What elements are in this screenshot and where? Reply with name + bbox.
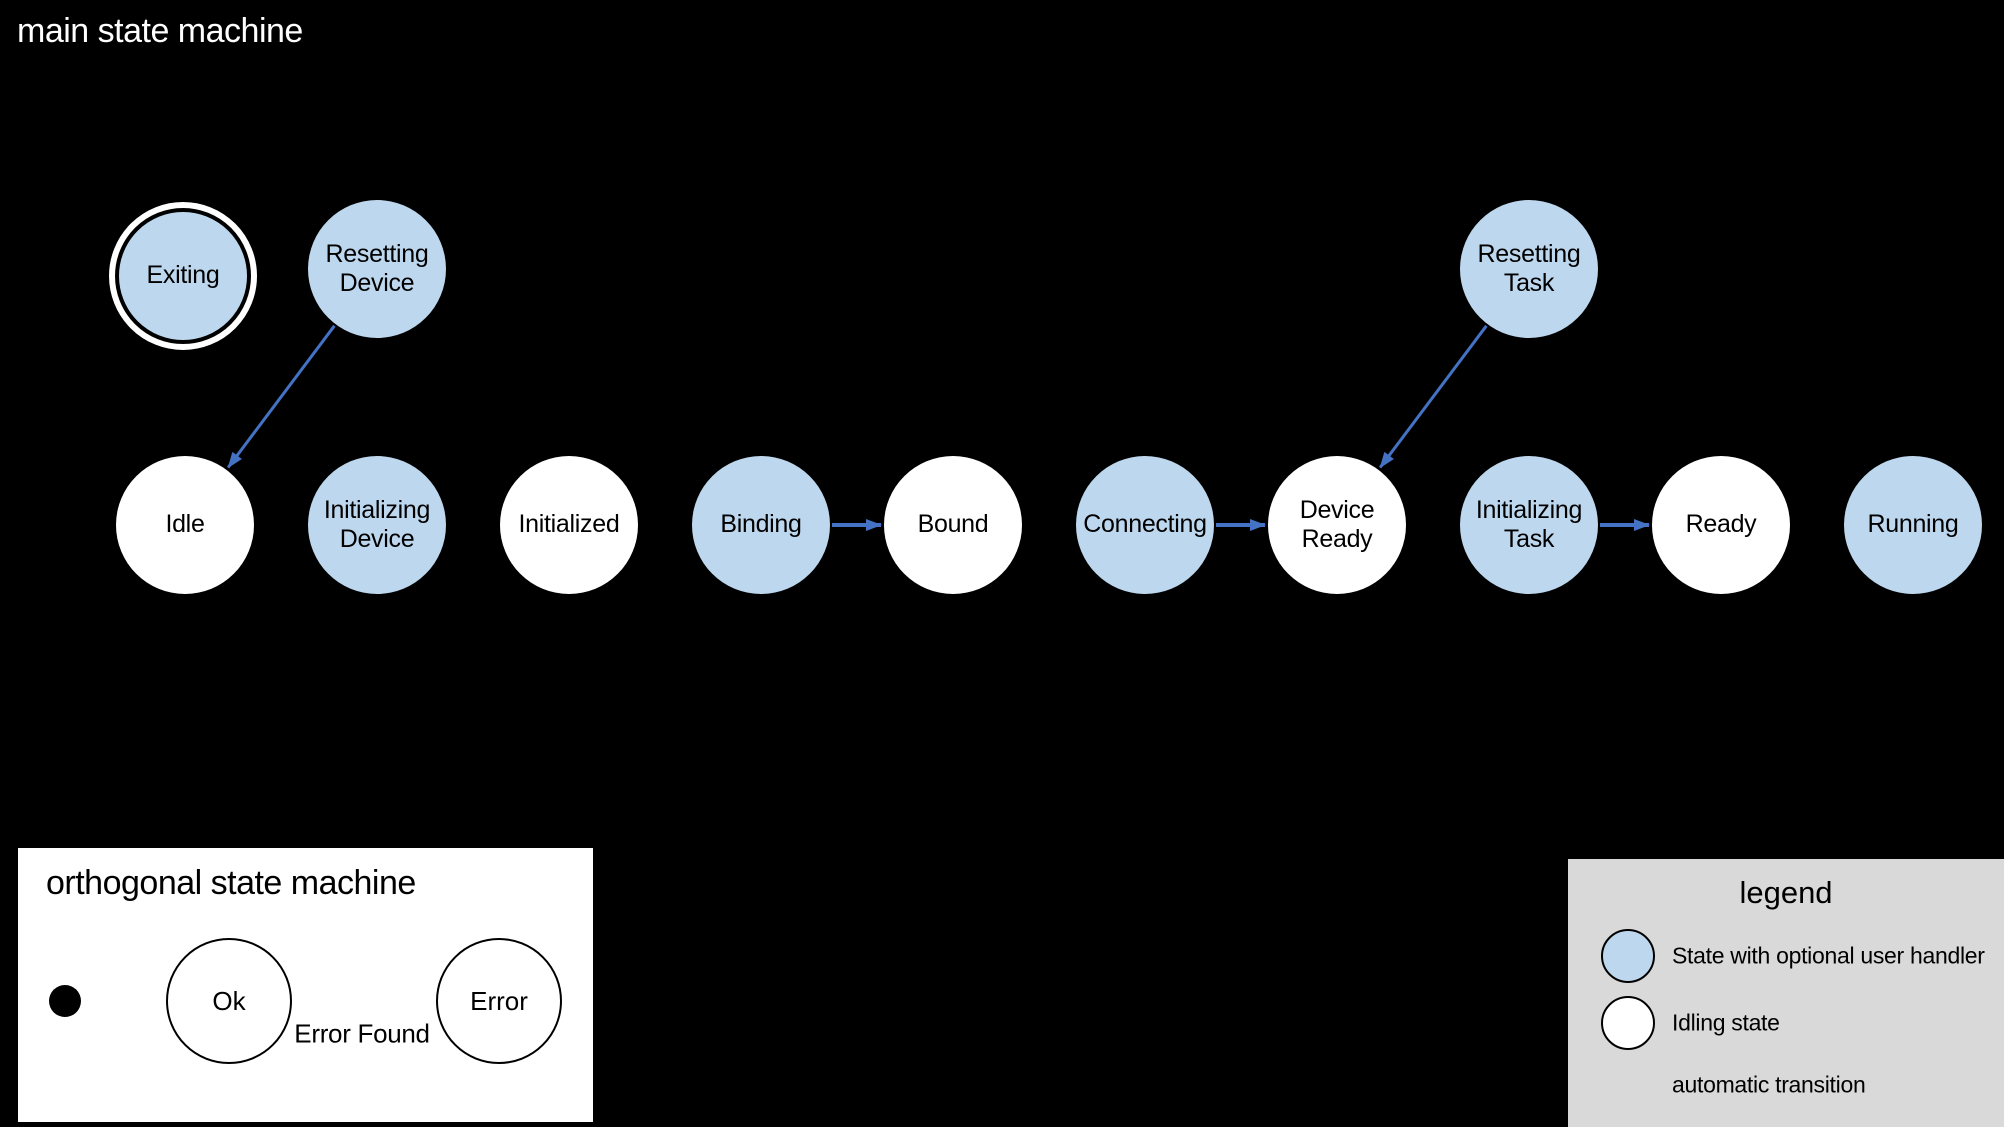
state-label: Initializing Task: [1475, 495, 1583, 554]
legend-swatch-idling-state: [1601, 996, 1655, 1050]
state-binding: Binding: [692, 456, 830, 594]
legend-title: legend: [1739, 875, 1833, 910]
state-label: Running: [1867, 510, 1959, 539]
state-bound: Bound: [884, 456, 1022, 594]
legend-item-label: automatic transition: [1672, 1071, 1866, 1098]
state-ready: Ready: [1652, 456, 1790, 594]
state-running: Running: [1844, 456, 1982, 594]
state-connecting: Connecting: [1076, 456, 1214, 594]
state-label: Device Ready: [1299, 495, 1375, 554]
state-label: Initializing Device: [323, 495, 431, 554]
state-label: Ready: [1685, 510, 1757, 539]
initial-state-dot: [49, 985, 81, 1017]
state-label: Connecting: [1083, 510, 1207, 539]
state-exiting: Exiting: [117, 210, 249, 342]
legend-item-label: State with optional user handler: [1672, 942, 1985, 969]
state-label: Exiting: [146, 261, 220, 290]
state-device-ready: Device Ready: [1268, 456, 1406, 594]
state-label: Error: [470, 985, 528, 1016]
state-label: Resetting Device: [325, 239, 429, 298]
legend-swatch-handler-state: [1601, 929, 1655, 983]
transition-arrow-resetting-task-to-device-ready: [1378, 324, 1488, 469]
legend-box: legend: [1568, 859, 2004, 1127]
final-state-ring: [109, 202, 257, 350]
main-machine-title: main state machine: [17, 12, 303, 50]
legend-item-label: Idling state: [1672, 1009, 1780, 1036]
state-initializing-device: Initializing Device: [308, 456, 446, 594]
state-initializing-task: Initializing Task: [1460, 456, 1598, 594]
transition-arrow-resetting-device-to-idle: [226, 324, 336, 469]
state-label: Binding: [720, 510, 802, 539]
state-initialized: Initialized: [500, 456, 638, 594]
state-label: Initialized: [518, 510, 620, 539]
state-resetting-device: Resetting Device: [308, 200, 446, 338]
transition-label: Error Found: [294, 1018, 430, 1049]
state-idle: Idle: [116, 456, 254, 594]
state-resetting-task: Resetting Task: [1460, 200, 1598, 338]
state-label: Bound: [917, 510, 989, 539]
state-label: Ok: [212, 985, 246, 1016]
state-label: Resetting Task: [1477, 239, 1581, 298]
state-error: Error: [436, 938, 562, 1064]
state-ok: Ok: [166, 938, 292, 1064]
orthogonal-machine-title: orthogonal state machine: [46, 864, 416, 902]
state-label: Idle: [165, 510, 205, 539]
